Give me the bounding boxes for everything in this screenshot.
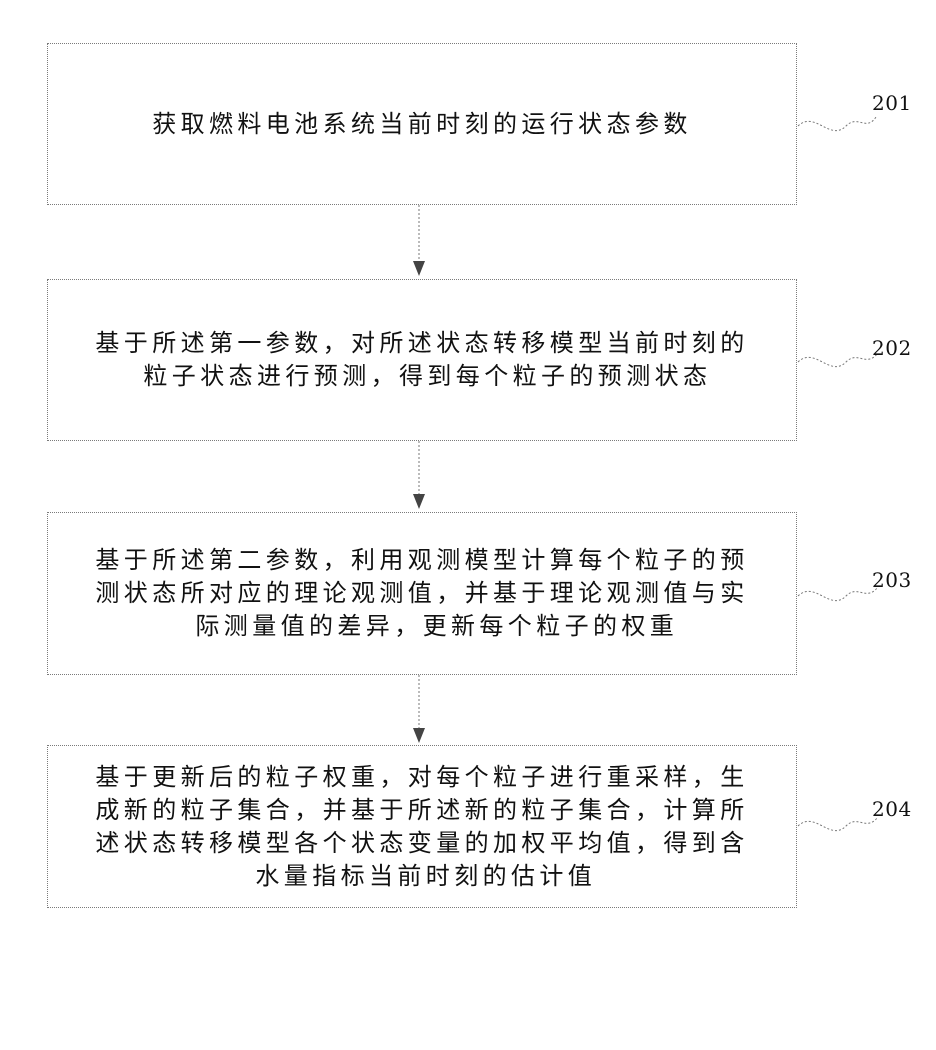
leader-line-201 [798,117,876,131]
flow-arrow-201-202 [413,205,425,276]
step-text-202: 基于所述第一参数，对所述状态转移模型当前时刻的 粒子状态进行预测，得到每个粒子的… [95,327,748,393]
step-204-line-4: 水量指标当前时刻的估计值 [95,860,748,893]
leader-line-202 [798,353,878,367]
step-box-204: 基于更新后的粒子权重，对每个粒子进行重采样，生 成新的粒子集合，并基于所述新的粒… [47,745,797,908]
step-203-line-2: 测状态所对应的理论观测值，并基于理论观测值与实 [95,577,748,610]
flow-arrow-203-204 [413,675,425,743]
step-204-line-2: 成新的粒子集合，并基于所述新的粒子集合，计算所 [95,794,748,827]
step-box-202: 基于所述第一参数，对所述状态转移模型当前时刻的 粒子状态进行预测，得到每个粒子的… [47,279,797,441]
step-label-202: 202 [872,336,912,360]
step-label-204: 204 [872,797,912,821]
step-203-line-1: 基于所述第二参数，利用观测模型计算每个粒子的预 [95,544,748,577]
step-201-line-1: 获取燃料电池系统当前时刻的运行状态参数 [152,108,692,141]
step-text-201: 获取燃料电池系统当前时刻的运行状态参数 [152,108,692,141]
step-label-203: 203 [872,568,912,592]
step-204-line-3: 述状态转移模型各个状态变量的加权平均值，得到含 [95,827,748,860]
step-202-line-2: 粒子状态进行预测，得到每个粒子的预测状态 [95,360,748,393]
step-box-201: 获取燃料电池系统当前时刻的运行状态参数 [47,43,797,205]
leader-line-203 [798,587,878,601]
step-202-line-1: 基于所述第一参数，对所述状态转移模型当前时刻的 [95,327,748,360]
leader-line-204 [798,817,878,831]
step-label-201: 201 [872,91,912,115]
step-203-line-3: 际测量值的差异，更新每个粒子的权重 [95,610,748,643]
step-204-line-1: 基于更新后的粒子权重，对每个粒子进行重采样，生 [95,761,748,794]
step-text-203: 基于所述第二参数，利用观测模型计算每个粒子的预 测状态所对应的理论观测值，并基于… [95,544,748,643]
step-text-204: 基于更新后的粒子权重，对每个粒子进行重采样，生 成新的粒子集合，并基于所述新的粒… [95,761,748,893]
step-box-203: 基于所述第二参数，利用观测模型计算每个粒子的预 测状态所对应的理论观测值，并基于… [47,512,797,675]
flow-arrow-202-203 [413,441,425,509]
